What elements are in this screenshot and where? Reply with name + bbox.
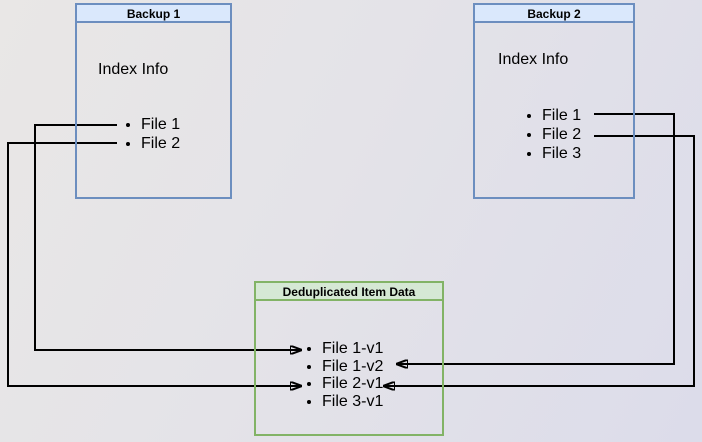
backup2-file-list: File 1 File 2 File 3 [518,106,581,163]
backup1-file-list: File 1 File 2 [117,115,180,153]
backup1-header: Backup 1 [77,5,230,23]
backup2-index-info-label: Index Info [498,51,569,68]
backup2-file-2: File 2 [542,125,581,144]
backup2-header: Backup 2 [475,5,633,23]
backup2-file-1: File 1 [542,106,581,125]
backup1-index-info-label: Index Info [98,61,169,78]
backup2-file-3: File 3 [542,144,581,163]
dedup-item-file1-v1: File 1-v1 [322,340,383,358]
dedup-header: Deduplicated Item Data [256,283,442,301]
backup2-box: Backup 2 Index Info File 1 File 2 File 3 [473,3,635,199]
dedup-item-list: File 1-v1 File 1-v2 File 2-v1 File 3-v1 [298,340,383,410]
deduplicated-item-data-box: Deduplicated Item Data File 1-v1 File 1-… [254,281,444,436]
dedup-item-file3-v1: File 3-v1 [322,393,383,411]
backup1-box: Backup 1 Index Info File 1 File 2 [75,3,232,199]
dedup-item-file1-v2: File 1-v2 [322,358,383,376]
backup1-file-2: File 2 [141,134,180,153]
backup1-file-1: File 1 [141,115,180,134]
dedup-item-file2-v1: File 2-v1 [322,375,383,393]
